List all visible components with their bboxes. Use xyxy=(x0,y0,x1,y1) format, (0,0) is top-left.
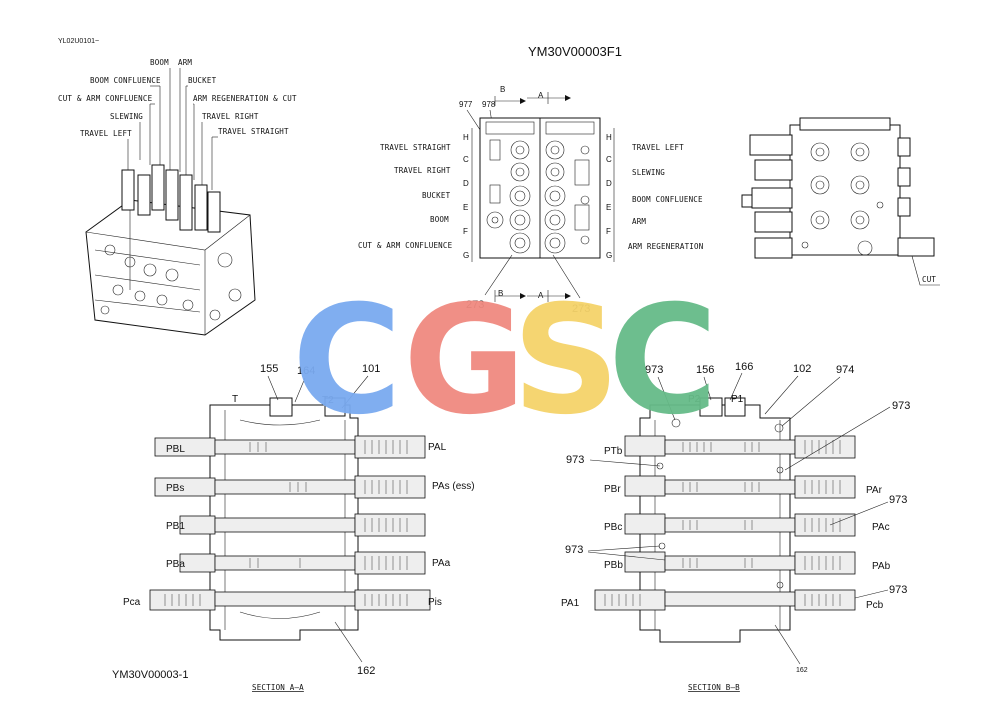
front-letter-right-c: C xyxy=(606,155,612,164)
front-right-slewing: SLEWING xyxy=(632,168,665,177)
front-right-arm-regeneration: ARM REGENERATION xyxy=(628,242,703,251)
section-aa-num-162: 162 xyxy=(357,665,375,677)
front-section-mark-b-top: B xyxy=(500,85,505,94)
section-bb-num-974: 974 xyxy=(836,364,854,376)
iso-label-boom-confluence: BOOM CONFLUENCE xyxy=(90,76,161,85)
front-letter-right-g: G xyxy=(606,251,612,260)
section-bb-port-pcb: Pcb xyxy=(866,600,884,611)
section-aa-port-t2: T2 xyxy=(322,395,334,406)
section-aa-port-pas: PAs (ess) xyxy=(432,481,475,492)
iso-label-slewing: SLEWING xyxy=(110,112,143,121)
front-right-travel-left: TRAVEL LEFT xyxy=(632,143,684,152)
watermark-letter-c2: C xyxy=(608,274,718,448)
front-letter-right-f: F xyxy=(606,227,611,236)
front-label-977: 977 xyxy=(459,100,473,109)
front-left-boom: BOOM xyxy=(430,215,449,224)
front-left-travel-right: TRAVEL RIGHT xyxy=(394,166,451,175)
iso-label-arm-regen-cut: ARM REGENERATION & CUT xyxy=(193,94,297,103)
section-bb-num-973-l1: 973 xyxy=(566,454,584,466)
section-bb-num-973-r3: 973 xyxy=(889,584,907,596)
watermark-letter-s: S xyxy=(512,274,620,448)
drawing-id: YM30V00003F1 xyxy=(528,44,622,59)
section-bb-port-par: PAr xyxy=(866,485,883,496)
iso-label-travel-right: TRAVEL RIGHT xyxy=(202,112,259,121)
front-letter-left-g: G xyxy=(463,251,469,260)
front-right-boom-confluence: BOOM CONFLUENCE xyxy=(632,195,703,204)
iso-labels: BOOM ARM BOOM CONFLUENCE BUCKET CUT & AR… xyxy=(58,58,297,138)
front-left-cut-arm-confluence: CUT & ARM CONFLUENCE xyxy=(358,241,453,250)
section-aa-title: SECTION A—A xyxy=(252,683,304,692)
section-aa-num-101: 101 xyxy=(362,363,380,375)
front-right-arm: ARM xyxy=(632,217,646,226)
section-aa-num-155: 155 xyxy=(260,363,278,375)
cgsc-watermark: C G S C xyxy=(292,274,718,448)
front-section-mark-b-bottom: B xyxy=(498,289,503,298)
front-letter-left-h: H xyxy=(463,133,469,142)
section-bb-port-p2: P2 xyxy=(688,394,701,405)
front-letter-left-c: C xyxy=(463,155,469,164)
section-aa-port-pba: PBa xyxy=(166,559,185,570)
front-letter-right-d: D xyxy=(606,179,612,188)
section-aa-port-pis: Pis xyxy=(428,597,442,608)
section-bb-port-pac: PAc xyxy=(872,522,890,533)
iso-label-travel-left: TRAVEL LEFT xyxy=(80,129,132,138)
side-view: CUT xyxy=(741,117,940,286)
section-aa-port-pbs: PBs xyxy=(166,483,184,494)
section-bb-port-pa1: PA1 xyxy=(561,598,580,609)
watermark-letter-g: G xyxy=(403,274,526,448)
iso-label-bucket: BUCKET xyxy=(188,76,217,85)
section-aa-port-pal: PAL xyxy=(428,442,447,453)
section-aa-port-pbl: PBL xyxy=(166,444,185,455)
front-section-mark-a-top: A xyxy=(538,91,544,100)
section-bb-num-156: 156 xyxy=(696,364,714,376)
section-bb-port-pbc: PBc xyxy=(604,522,622,533)
section-aa-port-paa: PAa xyxy=(432,558,451,569)
front-letter-left-f: F xyxy=(463,227,468,236)
side-label-cut: CUT xyxy=(922,275,936,284)
section-bb-num-102: 102 xyxy=(793,363,811,375)
section-aa-port-pca: Pca xyxy=(123,597,141,608)
section-bb-num-973-r2: 973 xyxy=(889,494,907,506)
front-letter-right-e: E xyxy=(606,203,611,212)
section-bb-num-162: 162 xyxy=(796,667,808,674)
section-bb-port-p1: P1 xyxy=(731,394,744,405)
section-bb-num-973-top: 973 xyxy=(645,364,663,376)
section-bb-num-973-r1: 973 xyxy=(892,400,910,412)
section-bb-title: SECTION B—B xyxy=(688,683,740,692)
front-label-273-left: 273 xyxy=(466,299,484,311)
section-aa-drawing-ref: YM30V00003-1 xyxy=(112,669,188,681)
front-left-travel-straight: TRAVEL STRAIGHT xyxy=(380,143,451,152)
iso-view: BOOM ARM BOOM CONFLUENCE BUCKET CUT & AR… xyxy=(58,58,297,336)
front-view: B A 977 978 TRAVEL STRAIGHT xyxy=(358,85,703,315)
front-label-978: 978 xyxy=(482,100,496,109)
watermark-letter-c1: C xyxy=(292,274,402,448)
section-aa-num-164: 164 xyxy=(297,365,315,377)
iso-label-cut-arm-confluence: CUT & ARM CONFLUENCE xyxy=(58,94,153,103)
section-bb-port-ptb: PTb xyxy=(604,446,623,457)
front-letter-right-h: H xyxy=(606,133,612,142)
front-letter-left-e: E xyxy=(463,203,468,212)
iso-label-travel-straight: TRAVEL STRAIGHT xyxy=(218,127,289,136)
section-bb-port-pab: PAb xyxy=(872,561,891,572)
section-bb-num-973-l2: 973 xyxy=(565,544,583,556)
front-section-mark-a-bottom: A xyxy=(538,291,544,300)
iso-label-boom: BOOM xyxy=(150,58,169,67)
front-label-273-right: 273 xyxy=(572,303,590,315)
section-aa-port-pb1: PB1 xyxy=(166,521,185,532)
front-left-bucket: BUCKET xyxy=(422,191,451,200)
section-bb-port-pbr: PBr xyxy=(604,484,621,495)
section-aa: 155 164 101 T T2 PBL PBs PB1 PBa Pca PAL… xyxy=(112,363,475,692)
doc-code: YL02U0101~ xyxy=(58,38,99,45)
section-bb-port-pbb: PBb xyxy=(604,560,623,571)
section-bb-num-166: 166 xyxy=(735,361,753,373)
iso-label-arm: ARM xyxy=(178,58,192,67)
section-bb: 973 156 166 102 974 P2 P1 973 973 973 97… xyxy=(561,361,910,692)
section-aa-port-t: T xyxy=(232,394,238,405)
front-letter-left-d: D xyxy=(463,179,469,188)
